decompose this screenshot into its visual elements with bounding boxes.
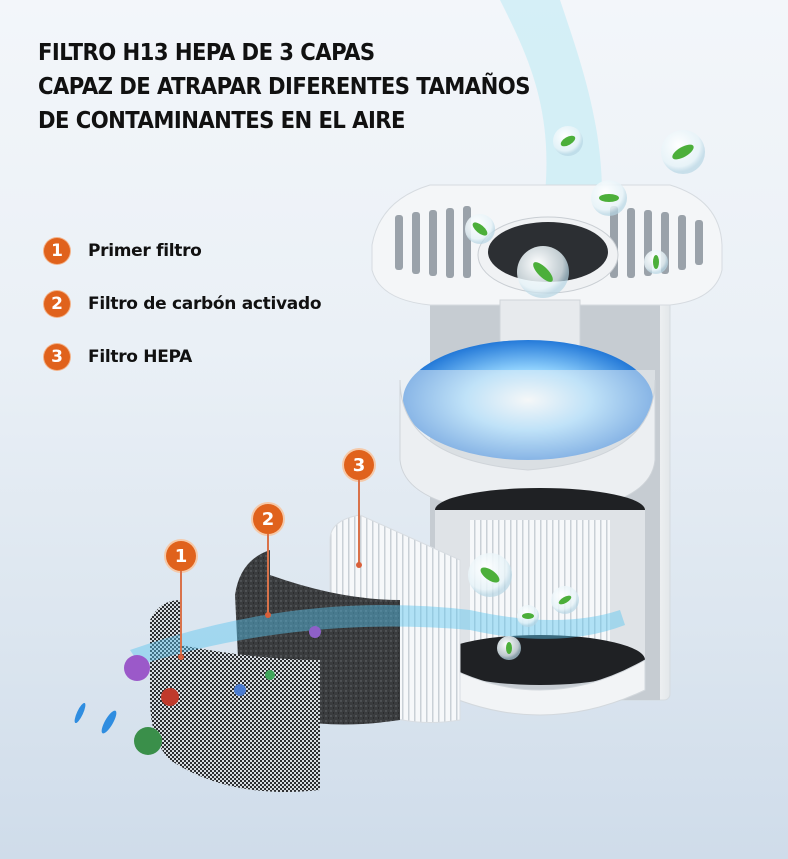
leader-line [358, 480, 360, 564]
legend-item-carbon-filter: 2 Filtro de carbón activado [44, 291, 322, 317]
headline-line-2: CAPAZ DE ATRAPAR DIFERENTES TAMAÑOS [38, 74, 530, 100]
leader-line [180, 571, 182, 656]
legend-label: Primer filtro [88, 241, 202, 261]
legend-item-primary-filter: 1 Primer filtro [44, 238, 321, 264]
callout-marker-carbon-filter: 2 [253, 504, 283, 534]
leader-line [267, 534, 269, 614]
number-badge-icon: 2 [44, 291, 70, 317]
leader-dot [265, 612, 271, 618]
leader-dot [178, 654, 184, 660]
number-badge-icon: 3 [44, 344, 70, 370]
headline-line-3: DE CONTAMINANTES EN EL AIRE [38, 108, 405, 134]
callout-marker-primary-filter: 1 [166, 541, 196, 571]
leader-dot [356, 562, 362, 568]
legend-label: Filtro de carbón activado [88, 294, 322, 314]
number-badge-icon: 1 [44, 238, 70, 264]
headline: FILTRO H13 HEPA DE 3 CAPAS CAPAZ DE ATRA… [38, 36, 573, 138]
filter-legend: 1 Primer filtro 2 Filtro de carbón activ… [44, 238, 322, 397]
callout-marker-hepa-filter: 3 [344, 450, 374, 480]
headline-line-1: FILTRO H13 HEPA DE 3 CAPAS [38, 40, 375, 66]
legend-item-hepa-filter: 3 Filtro HEPA [44, 344, 321, 370]
legend-label: Filtro HEPA [88, 347, 192, 367]
